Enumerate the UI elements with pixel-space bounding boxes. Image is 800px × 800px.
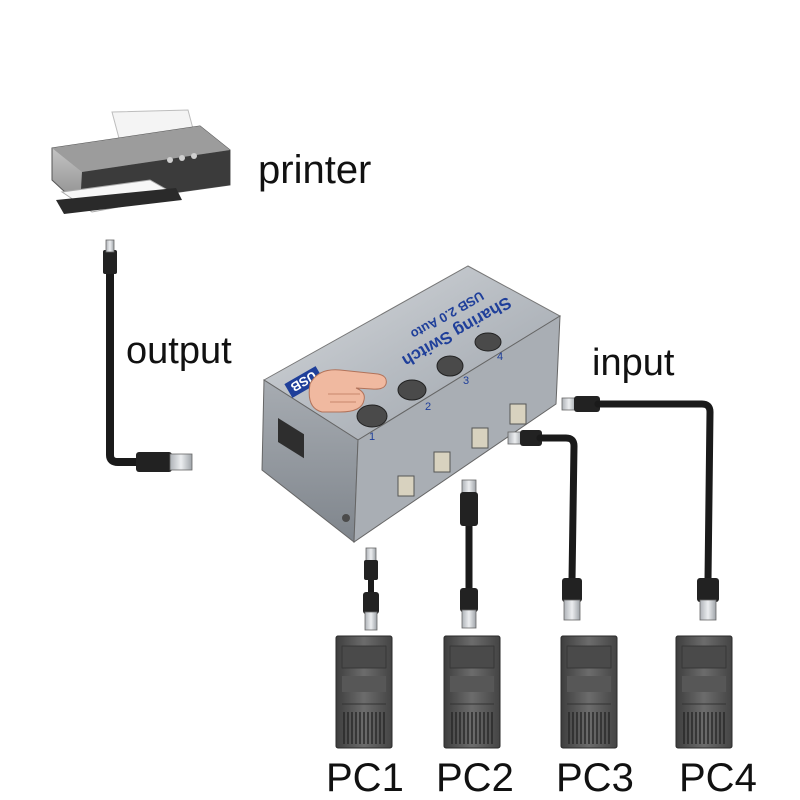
pc4-tower-icon — [675, 635, 733, 749]
pc3-label: PC3 — [556, 756, 634, 800]
pc4-label: PC4 — [679, 756, 757, 800]
printer-usb-cable — [103, 239, 193, 472]
pc3-tower-icon — [560, 635, 618, 749]
input-label: input — [592, 342, 675, 384]
pc2-usb-cable — [460, 479, 478, 629]
switch-input-ports — [397, 403, 527, 497]
output-label: output — [126, 330, 232, 372]
pc2-label: PC2 — [436, 756, 514, 800]
pc2-tower-icon — [443, 635, 501, 749]
printer-label: printer — [258, 148, 372, 192]
usb-sharing-switch: 1 2 3 4 USB 2.0 Auto Sharing Switch USB — [261, 265, 561, 543]
printer-illustration — [51, 109, 231, 214]
pressing-hand-icon — [308, 369, 387, 413]
pc3-usb-cable — [507, 430, 582, 621]
switch-port-number: 2 — [425, 401, 431, 413]
switch-port-number: 1 — [369, 431, 375, 443]
switch-port-number: 4 — [497, 351, 503, 363]
switch-port-number: 3 — [463, 375, 469, 387]
pc1-usb-cable — [363, 547, 379, 631]
pc1-tower-icon — [335, 635, 393, 749]
pc1-label: PC1 — [326, 756, 404, 800]
pc4-usb-cable — [561, 396, 719, 621]
switch-select-buttons — [356, 332, 502, 428]
